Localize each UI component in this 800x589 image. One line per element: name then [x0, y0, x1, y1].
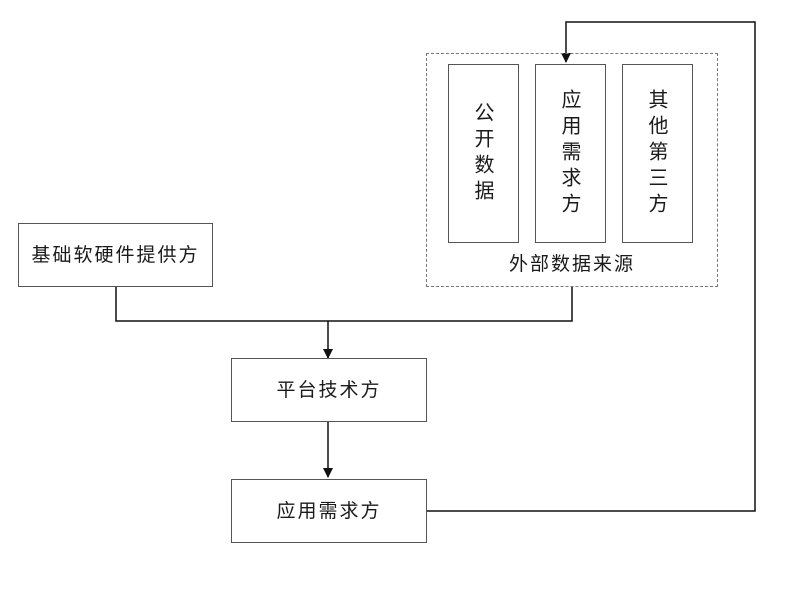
- node-basic-provider: 基础软硬件提供方: [18, 223, 213, 287]
- node-platform: 平台技术方: [231, 358, 427, 422]
- edge-basic-to-merge: [115, 287, 573, 322]
- node-third-party-label: 其他第三方: [645, 88, 669, 219]
- node-app-demand-top-label: 应用需求方: [558, 88, 582, 219]
- node-app-demand-bottom: 应用需求方: [231, 479, 427, 543]
- node-third-party: 其他第三方: [622, 64, 693, 243]
- group-external-data: [426, 53, 718, 287]
- edge-feedback-loop: [427, 21, 756, 512]
- node-public-data: 公开数据: [448, 64, 519, 243]
- node-public-data-label: 公开数据: [471, 101, 495, 206]
- node-app-demand-top: 应用需求方: [535, 64, 606, 243]
- node-platform-label: 平台技术方: [276, 379, 382, 401]
- node-app-demand-bottom-label: 应用需求方: [276, 500, 382, 522]
- node-basic-provider-label: 基础软硬件提供方: [31, 244, 200, 266]
- group-external-data-label: 外部数据来源: [508, 253, 635, 275]
